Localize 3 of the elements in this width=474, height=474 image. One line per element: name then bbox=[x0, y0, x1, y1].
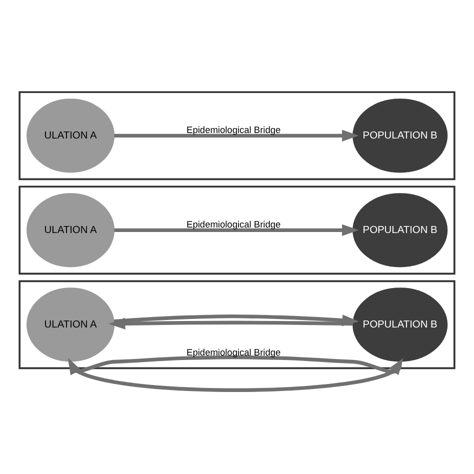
edge-label: Epidemiological Bridge bbox=[186, 124, 281, 134]
edge-label: Epidemiological Bridge bbox=[186, 218, 281, 229]
edge-label: Epidemiological Bridge bbox=[186, 346, 281, 357]
